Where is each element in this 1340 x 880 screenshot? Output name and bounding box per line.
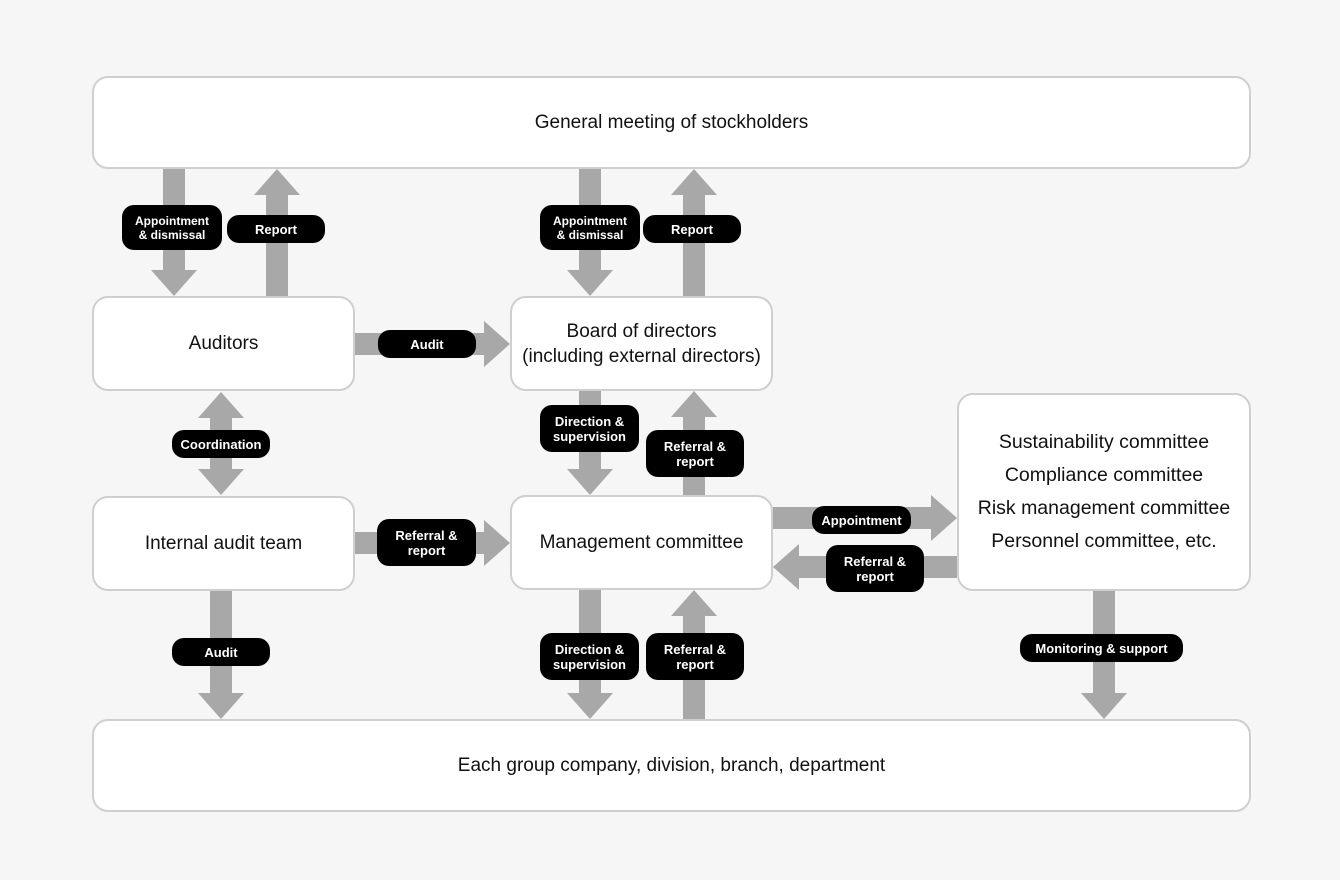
edge-label-line: Referral & [395,527,458,543]
edge-label-line: Direction & [554,413,625,429]
edge-label-auditors-audit-board: Audit [378,330,476,358]
node-committees: Sustainability committee Compliance comm… [957,393,1251,591]
edge-label-line: supervision [553,428,626,444]
node-committees-line-3: Risk management committee [977,497,1231,519]
edge-label-auditors-report: Report [227,215,325,243]
node-management: Management committee [510,495,773,590]
edge-label-line: & dismissal [138,227,206,242]
edge-label-line: Referral & [663,438,727,454]
edge-label-internal-referral: Referral & report [377,519,476,566]
node-committees-line-1: Sustainability committee [998,431,1210,453]
node-committees-line-2: Compliance committee [1004,464,1204,486]
edge-label-board-report: Report [643,215,741,243]
node-stockholders-line-1: General meeting of stockholders [534,112,809,133]
edge-label-line: Audit [204,644,238,660]
edge-label-line: report [856,568,894,584]
edge-label-line: report [676,453,714,469]
node-management-line-1: Management committee [539,532,744,553]
edge-label-line: report [407,542,446,558]
edge-label-management-direction-group: Direction & supervision [540,633,639,680]
edge-label-line: supervision [553,656,626,672]
edge-label-appointment-committees: Appointment [812,506,911,534]
edge-label-line: Report [255,221,297,237]
node-board-line-2: (including external directors) [522,345,761,367]
edge-label-board-direction: Direction & supervision [540,405,639,452]
edge-label-stockholders-to-auditors: Appointment & dismissal [122,205,222,250]
node-auditors-line-1: Auditors [188,333,259,354]
node-internal-audit: Internal audit team [92,496,355,591]
node-committees-line-4: Personnel committee, etc. [991,530,1217,552]
edge-label-stockholders-to-board: Appointment & dismissal [540,205,640,250]
edge-label-internal-audit-group: Audit [172,638,270,666]
edge-label-monitoring: Monitoring & support [1020,634,1183,662]
node-stockholders: General meeting of stockholders [92,76,1251,169]
node-group: Each group company, division, branch, de… [92,719,1251,812]
edge-label-line: Audit [410,336,444,352]
edge-label-line: Coordination [180,436,262,452]
node-internal-audit-line-1: Internal audit team [144,533,303,554]
edge-label-line: Report [671,221,713,237]
edge-label-committees-referral: Referral & report [826,545,924,592]
edge-label-line: Appointment [135,213,209,228]
edge-label-line: Direction & [554,641,625,657]
node-group-line-1: Each group company, division, branch, de… [457,755,886,776]
edge-label-coordination: Coordination [172,430,270,458]
edge-label-line: report [676,656,714,672]
node-board-line-1: Board of directors [566,320,717,342]
edge-label-line: Monitoring & support [1035,640,1168,656]
edge-label-line: Appointment [553,213,627,228]
edge-label-management-referral-board: Referral & report [646,430,744,477]
node-auditors: Auditors [92,296,355,391]
edge-label-line: Referral & [663,641,727,657]
edge-label-line: Appointment [821,512,902,528]
edge-label-group-referral: Referral & report [646,633,744,680]
edge-label-line: Referral & [843,553,907,569]
edge-label-line: & dismissal [556,227,624,242]
node-board: Board of directors (including external d… [510,296,773,391]
